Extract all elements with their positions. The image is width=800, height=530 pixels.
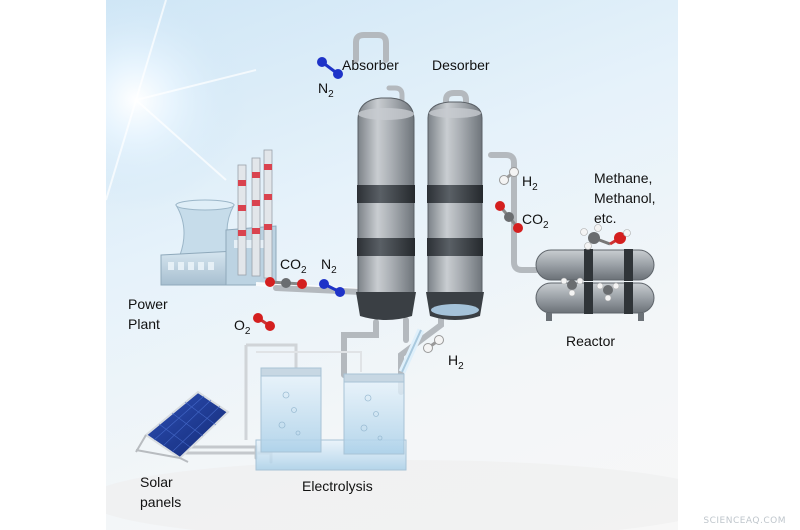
h2-electrolysis-formula: H2 xyxy=(448,352,464,372)
co2-molecule-plant xyxy=(265,277,307,289)
desorber-label: Desorber xyxy=(432,57,490,73)
n2-molecule-top xyxy=(317,57,343,79)
diagram-artwork xyxy=(106,0,678,530)
o2-molecule xyxy=(253,313,275,331)
desorber-tank xyxy=(426,101,484,320)
electrolysis-unit xyxy=(244,328,425,471)
products-label-line2: Methanol, xyxy=(594,190,656,206)
process-diagram: Absorber Desorber Power Plant Methane, M… xyxy=(106,0,678,530)
products-label-line1: Methane, xyxy=(594,170,653,186)
power-plant-label-line2: Plant xyxy=(128,316,160,332)
sun-glow xyxy=(106,0,257,210)
h2-desorber-formula: H2 xyxy=(522,173,538,193)
electrolysis-label: Electrolysis xyxy=(302,478,373,494)
reactor-label: Reactor xyxy=(566,333,616,349)
products-label-line3: etc. xyxy=(594,210,617,226)
power-plant-illustration xyxy=(160,149,359,292)
co2-molecule-desorber xyxy=(495,201,523,233)
watermark: SCIENCEAQ.COM xyxy=(703,516,786,526)
power-plant-label-line1: Power xyxy=(128,296,168,312)
solar-panel-illustration xyxy=(135,390,230,463)
h2-molecule-electrolysis xyxy=(423,335,444,353)
n2-top-formula: N2 xyxy=(318,80,334,100)
reactor-illustration xyxy=(535,224,655,321)
solar-panels-label-line1: Solar xyxy=(140,474,173,490)
o2-formula: O2 xyxy=(234,317,251,337)
h2-molecule-desorber xyxy=(499,167,519,185)
n2-plant-formula: N2 xyxy=(321,256,337,276)
co2-plant-formula: CO2 xyxy=(280,256,307,276)
n2-molecule-plant xyxy=(319,279,345,297)
co2-desorber-formula: CO2 xyxy=(522,211,549,231)
absorber-tank xyxy=(356,97,416,320)
solar-panels-label-line2: panels xyxy=(140,494,182,510)
absorber-label: Absorber xyxy=(342,57,399,73)
